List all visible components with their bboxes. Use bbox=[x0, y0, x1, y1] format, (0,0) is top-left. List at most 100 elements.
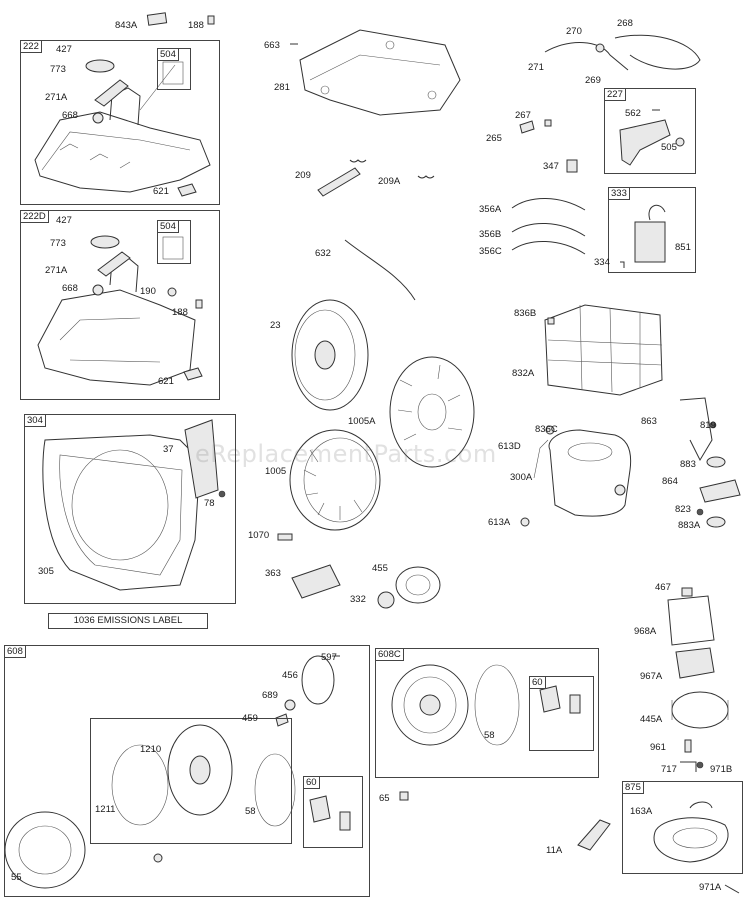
part-label-455[interactable]: 455 bbox=[372, 563, 388, 574]
part-label-347[interactable]: 347 bbox=[543, 161, 559, 172]
box-tag-608: 608 bbox=[4, 645, 26, 658]
part-label-190[interactable]: 190 bbox=[140, 286, 156, 297]
part-label-332[interactable]: 332 bbox=[350, 594, 366, 605]
part-label-209A[interactable]: 209A bbox=[378, 176, 401, 187]
part-label-823[interactable]: 823 bbox=[675, 504, 691, 515]
group-box-608 bbox=[4, 645, 370, 897]
part-label-864[interactable]: 864 bbox=[662, 476, 678, 487]
part-label-271A-a[interactable]: 271A bbox=[45, 92, 68, 103]
part-label-967A[interactable]: 967A bbox=[640, 671, 663, 682]
part-label-23[interactable]: 23 bbox=[270, 320, 281, 331]
part-label-1005A[interactable]: 1005A bbox=[348, 416, 376, 427]
part-label-1211[interactable]: 1211 bbox=[95, 804, 116, 815]
part-label-78[interactable]: 78 bbox=[204, 498, 215, 509]
part-label-445A[interactable]: 445A bbox=[640, 714, 663, 725]
part-label-883A[interactable]: 883A bbox=[678, 520, 701, 531]
part-label-209[interactable]: 209 bbox=[295, 170, 311, 181]
part-label-663[interactable]: 663 bbox=[264, 40, 280, 51]
part-label-597[interactable]: 597 bbox=[321, 652, 337, 663]
governor-lever-227-drawing bbox=[619, 109, 685, 166]
linkage-863-883-drawing bbox=[679, 397, 741, 528]
part-label-968A[interactable]: 968A bbox=[634, 626, 657, 637]
part-label-773-a[interactable]: 773 bbox=[50, 64, 66, 75]
part-label-863[interactable]: 863 bbox=[641, 416, 657, 427]
part-label-281[interactable]: 281 bbox=[274, 82, 290, 93]
part-label-188-b[interactable]: 188 bbox=[172, 307, 188, 318]
part-label-268[interactable]: 268 bbox=[617, 18, 633, 29]
part-label-271[interactable]: 271 bbox=[528, 62, 544, 73]
part-label-832A[interactable]: 832A bbox=[512, 368, 535, 379]
part-label-163A[interactable]: 163A bbox=[630, 806, 653, 817]
wires-356-drawing bbox=[511, 198, 586, 255]
part-label-836B[interactable]: 836B bbox=[514, 308, 537, 319]
part-11a-drawing bbox=[577, 819, 611, 851]
part-label-334[interactable]: 334 bbox=[594, 257, 610, 268]
part-label-271A-b[interactable]: 271A bbox=[45, 265, 68, 276]
part-label-613A[interactable]: 613A bbox=[488, 517, 511, 528]
part-label-459[interactable]: 459 bbox=[242, 713, 258, 724]
part-label-188-a[interactable]: 188 bbox=[188, 20, 204, 31]
part-label-300A[interactable]: 300A bbox=[510, 472, 533, 483]
part-label-851[interactable]: 851 bbox=[675, 242, 691, 253]
part-971a-drawing bbox=[724, 884, 740, 894]
part-label-265[interactable]: 265 bbox=[486, 133, 502, 144]
box-tag-875: 875 bbox=[622, 781, 644, 794]
part-label-11A[interactable]: 11A bbox=[546, 845, 563, 856]
bracket-281-drawing bbox=[290, 29, 461, 116]
part-label-58-a[interactable]: 58 bbox=[245, 806, 256, 817]
part-label-883[interactable]: 883 bbox=[680, 459, 696, 470]
part-label-668-a[interactable]: 668 bbox=[62, 110, 78, 121]
part-label-621-a[interactable]: 621 bbox=[153, 186, 169, 197]
part-label-363[interactable]: 363 bbox=[265, 568, 281, 579]
part-label-1070[interactable]: 1070 bbox=[248, 530, 270, 541]
group-box-222 bbox=[20, 40, 220, 205]
box-tag-60-a: 60 bbox=[303, 776, 320, 789]
part-label-632[interactable]: 632 bbox=[315, 248, 331, 259]
engine-block-832a-drawing bbox=[544, 304, 663, 396]
part-label-971B[interactable]: 971B bbox=[710, 764, 733, 775]
part-label-65[interactable]: 65 bbox=[379, 793, 390, 804]
part-label-819[interactable]: 819 bbox=[700, 420, 716, 431]
part-label-270[interactable]: 270 bbox=[566, 26, 582, 37]
part-label-467[interactable]: 467 bbox=[655, 582, 671, 593]
part-label-55[interactable]: 55 bbox=[11, 872, 22, 883]
part-label-689[interactable]: 689 bbox=[262, 690, 278, 701]
part-label-836C[interactable]: 836C bbox=[535, 424, 558, 435]
part-label-427-b[interactable]: 427 bbox=[56, 215, 72, 226]
part-347-drawing bbox=[566, 159, 578, 173]
group-box-608-inner bbox=[90, 718, 292, 844]
part-label-971A[interactable]: 971A bbox=[699, 882, 722, 893]
part-label-505[interactable]: 505 bbox=[661, 142, 677, 153]
part-label-621-b[interactable]: 621 bbox=[158, 376, 174, 387]
part-label-961[interactable]: 961 bbox=[650, 742, 666, 753]
part-label-773-b[interactable]: 773 bbox=[50, 238, 66, 249]
part-label-1210[interactable]: 1210 bbox=[140, 744, 162, 755]
part-label-843A[interactable]: 843A bbox=[115, 20, 138, 31]
part-label-613D[interactable]: 613D bbox=[498, 441, 521, 452]
ground-wire-632-drawing bbox=[344, 239, 416, 301]
part-label-717[interactable]: 717 bbox=[661, 764, 677, 775]
part-label-668-b[interactable]: 668 bbox=[62, 283, 78, 294]
part-label-356A[interactable]: 356A bbox=[479, 204, 502, 215]
part-label-427-a[interactable]: 427 bbox=[56, 44, 72, 55]
part-label-562[interactable]: 562 bbox=[625, 108, 641, 119]
part-label-356C[interactable]: 356C bbox=[479, 246, 502, 257]
part-label-267[interactable]: 267 bbox=[515, 110, 531, 121]
group-box-222d bbox=[20, 210, 220, 400]
group-box-333 bbox=[608, 187, 696, 273]
part-label-37[interactable]: 37 bbox=[163, 444, 174, 455]
box-tag-608c: 608C bbox=[375, 648, 404, 661]
box-tag-222: 222 bbox=[20, 40, 42, 53]
part-label-456[interactable]: 456 bbox=[282, 670, 298, 681]
box-tag-333: 333 bbox=[608, 187, 630, 200]
part-label-269[interactable]: 269 bbox=[585, 75, 601, 86]
part-label-58-b[interactable]: 58 bbox=[484, 730, 495, 741]
group-box-227 bbox=[604, 88, 696, 174]
part-label-1005[interactable]: 1005 bbox=[265, 466, 287, 477]
box-tag-304: 304 bbox=[24, 414, 46, 427]
flywheel-23-drawing bbox=[291, 299, 369, 411]
part-label-356B[interactable]: 356B bbox=[479, 229, 502, 240]
blower-housing-304-drawing bbox=[42, 419, 226, 591]
part-label-305[interactable]: 305 bbox=[38, 566, 54, 577]
